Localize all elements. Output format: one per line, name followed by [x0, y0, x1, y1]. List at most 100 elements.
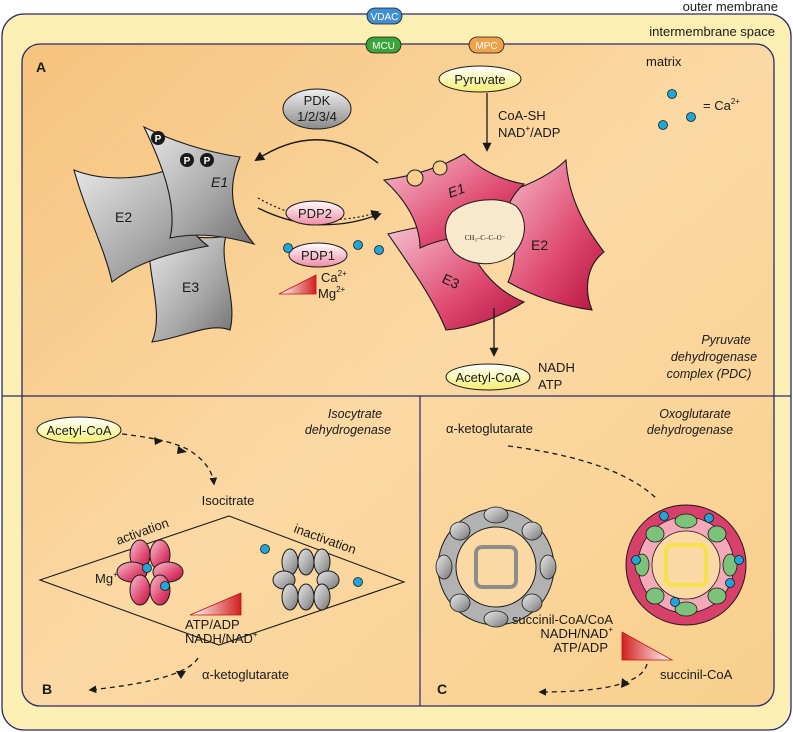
akg-substrate-label: α-ketoglutarate: [446, 421, 533, 436]
phosphate-group: P: [180, 153, 194, 167]
akg-product-label-b: α-ketoglutarate: [202, 667, 289, 682]
akg-to-complex-arrow: [507, 445, 659, 501]
ca-label: Ca2+: [321, 269, 347, 285]
matrix-label: matrix: [646, 54, 682, 69]
idh-ratio-ramp: [189, 592, 242, 616]
pdc-title-line1: Pyruvate: [701, 333, 750, 347]
nadh-nad-label-c: NADH/NAD+: [540, 625, 613, 641]
idh-active-enzyme: [116, 539, 184, 606]
pdc-active-complex: CH₃–C–C–O⁻ E1 E2 E3: [382, 153, 605, 331]
succinyl-coa-product-label: succinil-CoA: [660, 667, 733, 682]
acetyl-coa-label: Acetyl-CoA: [455, 370, 520, 385]
atp-adp-label-c: ATP/ADP: [553, 640, 608, 655]
activation-ramp: [278, 274, 317, 295]
acetyl-coa-node-b: Acetyl-CoA: [36, 416, 122, 444]
mpc-channel: MPC: [468, 36, 505, 54]
mcu-channel: MCU: [365, 36, 402, 54]
active-site-notch: [432, 160, 448, 176]
atp-adp-label-b: ATP/ADP: [185, 617, 240, 632]
dash-chevron-icon: [176, 671, 186, 679]
mcu-label: MCU: [372, 41, 395, 52]
red-e2-subunit: [495, 158, 605, 311]
ogdh-inactive-complex: [435, 506, 557, 628]
calcium-icon: [725, 578, 735, 588]
succinyl-coa-ratio-label: succinil-CoA/CoA: [512, 612, 613, 627]
calcium-icon: [283, 243, 293, 253]
intermembrane-space-label: intermembrane space: [649, 24, 775, 39]
calcium-icon: [659, 511, 669, 521]
pyruvate-node: Pyruvate: [438, 65, 522, 93]
pdk-node: PDK 1/2/3/4: [282, 88, 352, 130]
pdc-inactive-complex: E1 E2 E3 P P P: [73, 125, 256, 343]
idh-title-line2: dehydrogenase: [305, 423, 391, 437]
pdc-title-line2: dehydrogenase: [671, 350, 757, 364]
calcium-icon: [658, 120, 668, 130]
pdp2-label: PDP2: [298, 206, 332, 221]
phosphate-group: P: [151, 131, 165, 145]
grey-e1-label: E1: [211, 174, 228, 190]
calcium-legend-label: = Ca2+: [703, 97, 740, 113]
calcium-icon: [353, 577, 363, 587]
ogdh-active-complex: [625, 504, 747, 626]
grey-e1-subunit: [142, 125, 256, 246]
nad-adp-label: NAD+/ADP: [498, 124, 560, 140]
dash-chevron-icon: [621, 678, 630, 688]
mg-label: Mg2+: [318, 285, 346, 301]
calcium-legend: = Ca2+: [658, 89, 740, 130]
nadh-nad-label-b: NADH/NAD+: [185, 630, 258, 646]
phosphate-label: P: [155, 134, 162, 145]
calcium-icon: [704, 513, 714, 523]
grey-e3-subunit: [148, 233, 233, 343]
red-e2-label: E2: [531, 237, 548, 253]
ogdh-title-line2: dehydrogenase: [647, 423, 733, 437]
calcium-icon: [686, 112, 696, 122]
phosphate-group: P: [200, 153, 214, 167]
phosphate-label: P: [184, 156, 191, 167]
idh-regulation-rhombus: [38, 515, 406, 646]
calcium-icon: [670, 597, 680, 607]
outer-membrane-label: outer membrane: [683, 0, 778, 14]
pyruvate-label: Pyruvate: [454, 72, 505, 87]
grey-e2-label: E2: [115, 209, 132, 225]
isocitrate-label: Isocitrate: [202, 493, 255, 508]
acetyl-coa-node: Acetyl-CoA: [445, 363, 531, 391]
idh-title-line1: Isocytrate: [328, 407, 382, 421]
isocitrate-to-akg-arrow: [88, 657, 199, 694]
calcium-icon: [374, 245, 384, 255]
acetyl-structure-formula: CH₃–C–C–O⁻: [465, 234, 506, 242]
panel-c-letter: C: [437, 681, 447, 697]
atp-product-label: ATP: [538, 377, 562, 392]
ogdh-title-line1: Oxoglutarate: [659, 407, 731, 421]
pdk-label-line1: PDK: [304, 93, 331, 108]
mpc-label: MPC: [475, 41, 497, 52]
central-cavity: [445, 199, 525, 265]
acetyl-coa-label-b: Acetyl-CoA: [46, 423, 111, 438]
nadh-product-label: NADH: [538, 360, 575, 375]
dash-chevron-icon: [177, 446, 187, 454]
pdp2-node: PDP2: [285, 200, 345, 226]
calcium-icon: [160, 581, 170, 591]
panel-a-letter: A: [36, 59, 46, 75]
ogdh-product-arrow: [538, 663, 648, 696]
calcium-icon: [734, 555, 744, 565]
calcium-icon: [631, 555, 641, 565]
pdp1-label: PDP1: [301, 248, 335, 263]
acetyl-to-isocitrate-arrow: [121, 433, 218, 486]
pdk-label-line2: 1/2/3/4: [297, 109, 337, 124]
calcium-icon: [353, 240, 363, 250]
red-e3-label: E3: [440, 270, 462, 292]
red-e1-label: E1: [446, 180, 468, 201]
vdac-channel: VDAC: [366, 7, 403, 25]
active-site-notch: [406, 169, 424, 187]
panel-b-letter: B: [42, 681, 52, 697]
calcium-icon: [667, 89, 677, 99]
ogdh-ratio-ramp: [621, 631, 674, 661]
coa-sh-label: CoA-SH: [498, 108, 546, 123]
idh-inactive-enzyme: [272, 548, 340, 611]
phosphate-label: P: [204, 156, 211, 167]
mg-label-b: Mg+: [95, 570, 118, 586]
calcium-icon: [260, 544, 270, 554]
pdp1-node: PDP1: [288, 242, 348, 268]
vdac-label: VDAC: [371, 12, 399, 23]
